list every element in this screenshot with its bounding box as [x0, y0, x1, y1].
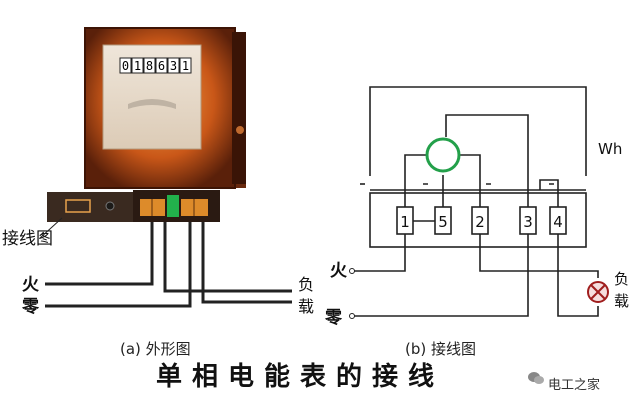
unit-label: Wh	[598, 140, 622, 158]
left-load-wire-2	[201, 222, 292, 304]
right-load-label-2: 载	[614, 292, 629, 310]
terminal-3	[519, 206, 537, 235]
mount-hole-icon	[105, 201, 115, 211]
terminal-number: 1	[400, 213, 410, 231]
counter-digit-box	[155, 57, 168, 74]
current-coil-wire	[445, 114, 529, 190]
counter-digit-box	[167, 57, 180, 74]
terminal-1	[396, 206, 414, 235]
neutral-terminal-dot	[349, 313, 355, 319]
counter-digit: 8	[146, 59, 153, 73]
right-load-label-1: 负	[614, 270, 629, 288]
counter-digit: 0	[122, 59, 129, 73]
left-caption: (a) 外形图	[120, 340, 191, 358]
counter-digit-box	[131, 57, 144, 74]
brand-label: 电工之家	[548, 378, 601, 393]
wechat-icon	[528, 372, 544, 384]
counter-digit-box	[179, 57, 192, 74]
counter-digit-box	[143, 57, 156, 74]
left-neutral-wire	[45, 222, 192, 308]
counter-digit: 3	[170, 59, 177, 73]
left-live-label: 火	[22, 275, 40, 295]
counter-digit: 1	[134, 59, 141, 73]
voltage-coil-icon	[425, 137, 461, 173]
terminal-diagram-label: 接线图	[2, 229, 53, 249]
right-neutral-label: 零	[324, 308, 343, 328]
terminal-number: 5	[438, 213, 448, 231]
callout-line	[39, 217, 63, 239]
meter-screw-icon	[236, 126, 244, 134]
meter-outer-box	[369, 86, 587, 176]
right-load-bottom-wire	[557, 234, 599, 317]
counter-digit: 6	[158, 59, 165, 73]
terminal-number: 4	[553, 213, 563, 231]
terminal-number: 3	[523, 213, 533, 231]
terminal-2	[471, 206, 489, 235]
counter-digit-box	[119, 57, 132, 74]
counter-digit: 1	[182, 59, 189, 73]
terminal-row: 1 5 2 3 4	[396, 206, 567, 235]
right-live-wire	[352, 234, 406, 272]
terminal-strip	[369, 192, 587, 248]
page-title: 单相电能表的接线	[155, 362, 444, 392]
live-terminal-dot	[349, 268, 355, 274]
left-wiring	[45, 222, 292, 308]
left-neutral-label: 零	[21, 297, 40, 317]
meter-rotor-window	[128, 99, 176, 109]
left-load-label-2: 载	[298, 297, 314, 316]
left-load-wire-1	[163, 222, 292, 293]
left-load-label-1: 负	[298, 275, 314, 294]
voltage-link-icon	[167, 195, 179, 217]
terminal-4	[549, 206, 567, 235]
left-live-wire	[45, 222, 154, 286]
right-schematic	[352, 86, 599, 317]
right-neutral-wire	[352, 234, 529, 317]
right-caption: (b) 接线图	[405, 340, 476, 358]
fuse-icon	[65, 199, 91, 213]
right-live-label: 火	[330, 261, 348, 281]
terminal-5	[434, 206, 452, 235]
terminal-number: 2	[475, 213, 485, 231]
right-load-top-wire	[479, 234, 599, 278]
